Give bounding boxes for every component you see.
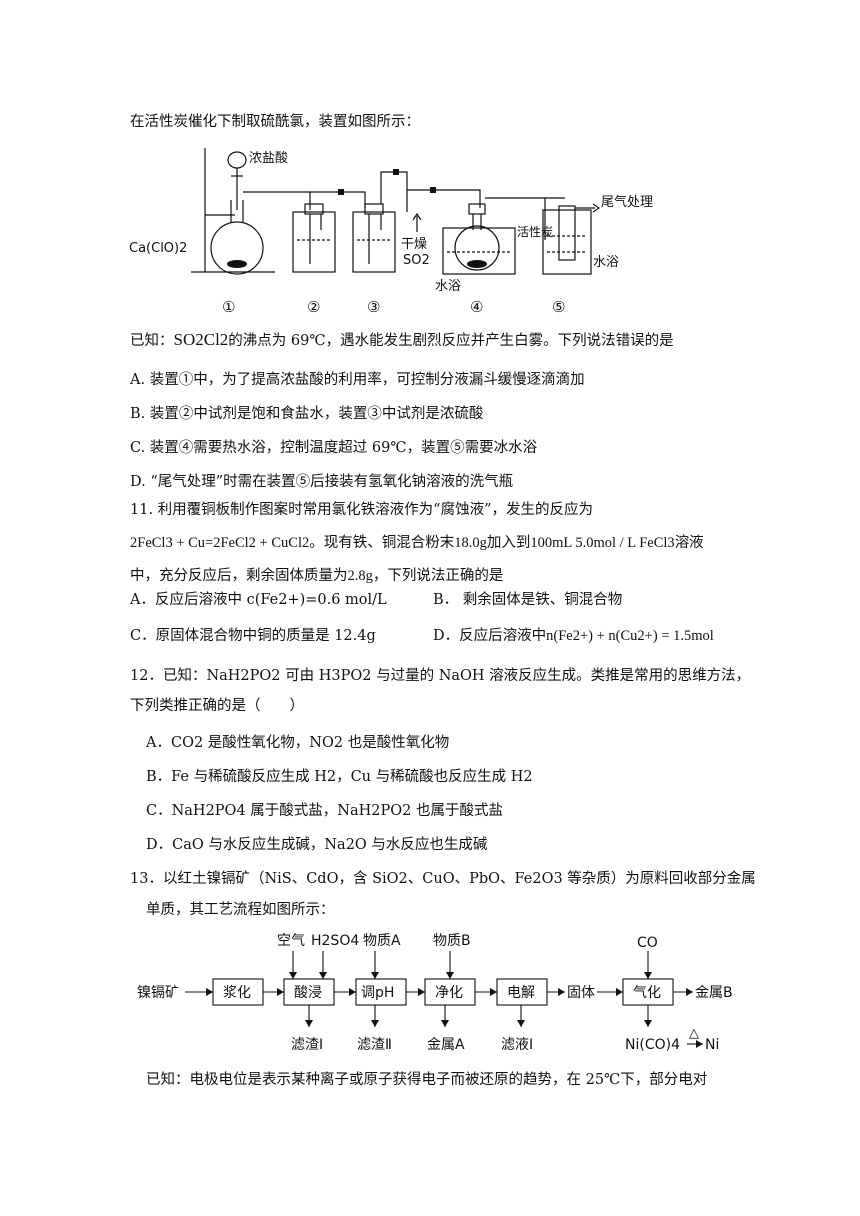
label-carbon: 活性炭 bbox=[517, 225, 553, 239]
q11-stem-1: 11. 利用覆铜板制作图案时常用氯化铁溶液作为“腐蚀液”，发生的反应为 bbox=[130, 502, 593, 518]
label-bath-4: 水浴 bbox=[435, 279, 461, 294]
label-acid: 浓盐酸 bbox=[249, 151, 288, 166]
label-tail: 尾气处理 bbox=[601, 194, 653, 210]
process-flow-diagram: 镍镉矿 浆化 酸浸 调pH 净化 电解 固体 气化 金属B 空气 H2SO4 物… bbox=[137, 933, 733, 1053]
num-4: ④ bbox=[470, 298, 483, 316]
flow-heat: △ bbox=[689, 1026, 699, 1041]
q11-stem-3: 中，充分反应后，剩余固体质量为2.8g，下列说法正确的是 bbox=[130, 568, 504, 584]
formula-so2cl2: SO2Cl2 bbox=[173, 330, 229, 349]
num-5: ⑤ bbox=[552, 298, 565, 316]
label-bath-5: 水浴 bbox=[593, 255, 619, 270]
label-dry: 干燥 bbox=[401, 237, 427, 252]
intro-text: 在活性炭催化下制取硫酰氯，装置如图所示： bbox=[130, 114, 420, 130]
label-so2: SO2 bbox=[403, 253, 430, 268]
flow-step-6: 气化 bbox=[633, 985, 661, 1001]
q11-option-d-expr: n(Fe2+) + n(Cu2+) = 1.5mol bbox=[546, 628, 714, 644]
q11-equation: 2FeCl3 + Cu=2FeCl2 + CuCl2 bbox=[130, 535, 310, 551]
q13-stem-1: 13．以红土镍镉矿（NiS、CdO，含 SiO2、CuO、PbO、Fe2O3 等… bbox=[130, 871, 756, 887]
q11-option-a: A．反应后溶液中 c(Fe2+)=0.6 mol/L bbox=[130, 592, 387, 608]
q11-stem-2: 2FeCl3 + Cu=2FeCl2 + CuCl2。现有铁、铜混合粉末18.0… bbox=[130, 535, 704, 551]
apparatus-diagram: 浓盐酸 Ca(ClO)2 干燥 SO2 活性炭 水浴 水浴 尾气处理 ① ② ③… bbox=[129, 148, 653, 316]
q11-option-c: C．原固体混合物中铜的质量是 12.4g bbox=[130, 628, 376, 644]
q10-option-a: A. 装置①中，为了提高浓盐酸的利用率，可控制分液漏斗缓慢逐滴滴加 bbox=[130, 372, 585, 388]
flow-step-4: 净化 bbox=[435, 985, 463, 1001]
flow-step-2: 酸浸 bbox=[294, 985, 322, 1001]
q10-option-d: D. “尾气处理”时需在装置⑤后接装有氢氧化钠溶液的洗气瓶 bbox=[130, 474, 514, 490]
q12-option-d: D．CaO 与水反应生成碱，Na2O 与水反应也生成碱 bbox=[146, 837, 488, 853]
q12-stem-2: 下列类推正确的是（ ） bbox=[130, 698, 304, 714]
q11-option-b: B． 剩余固体是铁、铜混合物 bbox=[433, 592, 623, 608]
q12-stem-1: 12．已知：NaH2PO2 可由 H3PO2 与过量的 NaOH 溶液反应生成。… bbox=[130, 668, 751, 684]
flow-output-residue-2: 滤渣Ⅱ bbox=[357, 1037, 392, 1053]
flow-output-residue-1: 滤渣Ⅰ bbox=[291, 1037, 323, 1053]
q13-known: 已知：电极电位是表示某种离子或原子获得电子而被还原的趋势，在 25℃下，部分电对 bbox=[146, 1072, 708, 1088]
flow-nico: Ni(CO)4 bbox=[625, 1037, 680, 1053]
q12-option-c: C．NaH2PO4 属于酸式盐，NaH2PO2 也属于酸式盐 bbox=[146, 803, 503, 819]
flow-input-b: 物质B bbox=[433, 933, 471, 949]
q10-option-b: B. 装置②中试剂是饱和食盐水，装置③中试剂是浓硫酸 bbox=[130, 406, 484, 422]
q11-option-d: D．反应后溶液中n(Fe2+) + n(Cu2+) = 1.5mol bbox=[433, 628, 714, 644]
flow-metal-b: 金属B bbox=[695, 985, 733, 1001]
flow-step-3: 调pH bbox=[361, 985, 394, 1001]
flow-step-5: 电解 bbox=[507, 985, 535, 1001]
num-3: ③ bbox=[367, 298, 380, 316]
flow-output-metal-a: 金属A bbox=[427, 1037, 465, 1053]
flow-input-a: 物质A bbox=[363, 933, 401, 949]
flow-ni: Ni bbox=[705, 1037, 719, 1053]
num-1: ① bbox=[222, 298, 235, 316]
flow-solid: 固体 bbox=[567, 985, 595, 1001]
q12-option-a: A．CO2 是酸性氧化物，NO2 也是酸性氧化物 bbox=[146, 735, 450, 751]
flow-input-co: CO bbox=[637, 935, 658, 951]
flow-output-filtrate-1: 滤液Ⅰ bbox=[501, 1037, 533, 1053]
flow-input-air: 空气 bbox=[277, 933, 305, 949]
q12-option-b: B．Fe 与稀硫酸反应生成 H2，Cu 与稀硫酸也反应生成 H2 bbox=[146, 769, 533, 785]
q10-option-c: C. 装置④需要热水浴，控制温度超过 69℃，装置⑤需要冰水浴 bbox=[130, 440, 538, 456]
label-reagent: Ca(ClO)2 bbox=[129, 241, 187, 256]
q13-stem-2: 单质，其工艺流程如图所示： bbox=[146, 902, 335, 918]
num-2: ② bbox=[307, 298, 320, 316]
q10-known: 已知：SO2Cl2的沸点为 69℃，遇水能发生剧烈反应并产生白雾。下列说法错误的… bbox=[130, 330, 674, 349]
flow-input-h2so4: H2SO4 bbox=[311, 933, 359, 949]
flow-start: 镍镉矿 bbox=[137, 985, 179, 1001]
flow-step-1: 浆化 bbox=[223, 985, 251, 1001]
